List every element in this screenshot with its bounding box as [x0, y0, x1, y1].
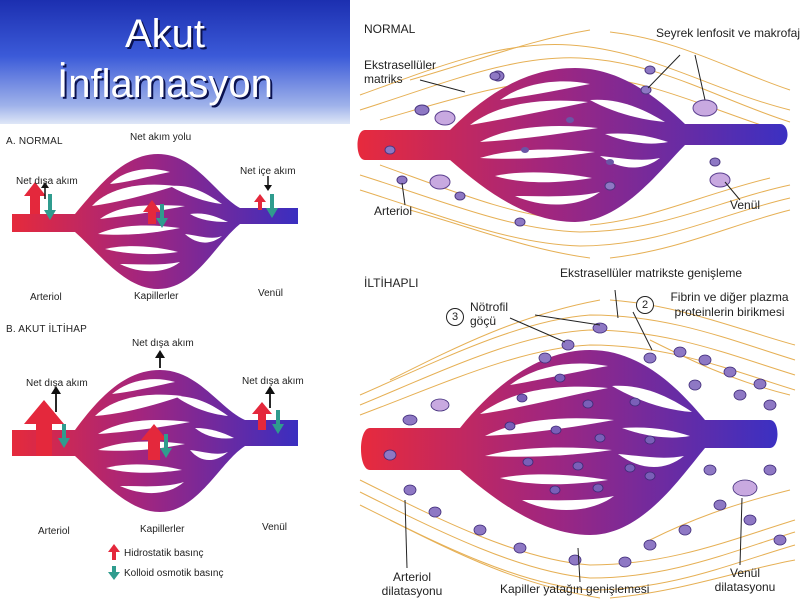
- inflamed-surrounding-cells: [383, 322, 787, 568]
- arteriole-dilation-label: Arteriol dilatasyonu: [381, 570, 443, 598]
- legend-hydrostatic: Hidrostatik basınç: [124, 548, 204, 559]
- normal-top-label: Net akım yolu: [130, 132, 192, 143]
- acute-venule-label: Venül: [262, 522, 288, 533]
- normal-header-right: NORMAL: [364, 22, 416, 36]
- step-3-marker: 3: [446, 308, 464, 326]
- normal-cells: [384, 65, 731, 227]
- acute-left-label: Net dışa akım: [26, 378, 88, 389]
- legend-red-arrow-icon: [108, 544, 120, 560]
- legend-oncotic: Kolloid osmotik basınç: [124, 568, 224, 579]
- normal-arteriole-label-right: Arteriol: [374, 204, 413, 218]
- ecm-label: Ekstrasellüler matriks: [364, 58, 437, 86]
- step-2-marker: 2: [636, 296, 654, 314]
- normal-venule-label: Venül: [258, 288, 284, 299]
- normal-outflow-label: Net dışa akım: [16, 176, 78, 187]
- fibrin-label: Fibrin ve diğer plazma proteinlerin biri…: [670, 290, 789, 319]
- neutrophil-label: Nötrofil göçü: [470, 300, 509, 328]
- left-diagrams-svg: [12, 154, 298, 580]
- normal-capillaries-label: Kapillerler: [134, 291, 179, 302]
- macrophage-icon: [692, 99, 718, 117]
- right-diagrams-svg: [357, 29, 796, 599]
- normal-header: A. NORMAL: [6, 136, 63, 147]
- normal-capillary-bed: [357, 68, 788, 222]
- acute-capillaries-label: Kapillerler: [140, 524, 185, 535]
- acute-arteriole-label: Arteriol: [38, 526, 70, 537]
- inflamed-leaders: [404, 289, 743, 583]
- normal-arteriole-label: Arteriol: [30, 292, 62, 303]
- acute-vessel-bed: [12, 350, 298, 512]
- rare-cells-label: Seyrek lenfosit ve makrofaj: [655, 26, 800, 40]
- right-diagram-panel: NORMAL Ekstrasellüler matriks Seyrek len…: [350, 0, 800, 600]
- venule-dilation-label: Venül dilatasyonu: [714, 566, 776, 594]
- inflamed-capillary-bed: [361, 350, 778, 535]
- normal-vessel-bed: [12, 154, 298, 289]
- left-diagram-panel: A. NORMAL Net akım yolu Net dışa akım Ne…: [0, 124, 305, 600]
- normal-venule-label-right: Venül: [730, 198, 761, 212]
- acute-right-label: Net dışa akım: [242, 376, 304, 387]
- normal-inflow-label: Net içe akım: [240, 166, 296, 177]
- inflamed-header: İLTİHAPLI: [364, 276, 419, 290]
- acute-top-label: Net dışa akım: [132, 338, 194, 349]
- normal-leaders: [401, 54, 741, 206]
- capillary-expansion-label: Kapiller yatağın genişlemesi: [500, 582, 650, 596]
- inflamed-ecm-fibers: [359, 299, 796, 599]
- title-line-1: Akut: [124, 12, 206, 56]
- acute-header: B. AKUT İLTİHAP: [6, 324, 87, 335]
- title-panel: Akut İnflamasyon: [0, 0, 350, 124]
- title-line-2: İnflamasyon: [57, 62, 273, 106]
- ecm-expansion-label: Ekstrasellüler matrikste genişleme: [560, 266, 743, 280]
- legend-teal-arrow-icon: [108, 572, 120, 580]
